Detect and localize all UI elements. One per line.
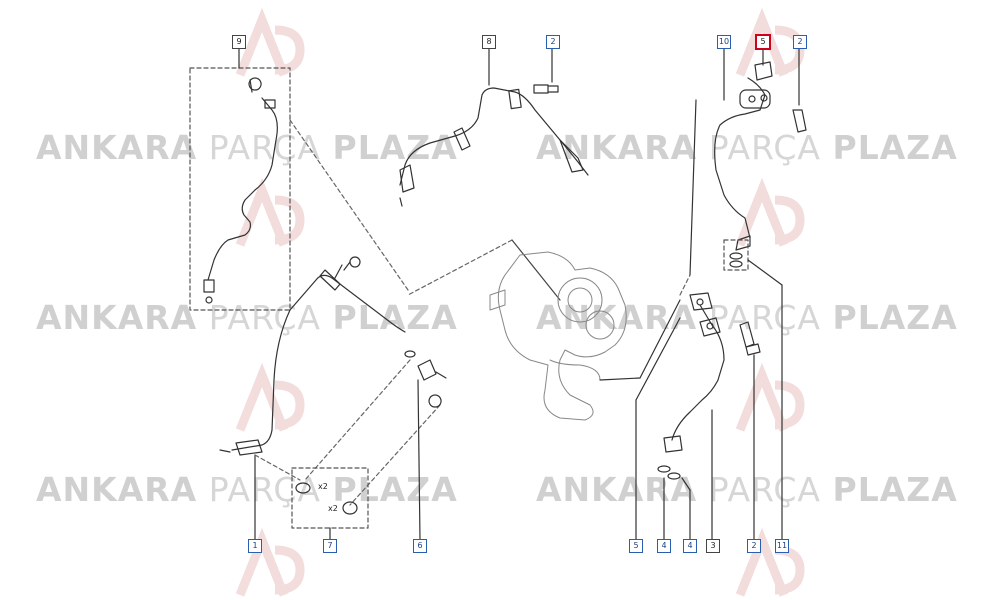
pipe-3 [671,304,725,441]
callout-5-highlighted[interactable]: 5 [755,34,771,50]
callout-2-top[interactable]: 2 [546,35,560,49]
pipe-1 [231,274,406,451]
washer-7 [342,501,358,515]
o-ring-4b [667,472,681,480]
callout-2-topright[interactable]: 2 [793,35,807,49]
callout-6[interactable]: 6 [413,539,427,553]
group-box-9 [189,67,291,311]
turbocharger [497,251,627,421]
callout-2-bottom[interactable]: 2 [747,539,761,553]
callout-11[interactable]: 11 [775,539,789,553]
callout-1[interactable]: 1 [248,539,262,553]
group-box-7 [291,467,369,529]
callout-5-bottom[interactable]: 5 [629,539,643,553]
callout-8-top[interactable]: 8 [482,35,496,49]
quantity-label: x2 [318,482,328,491]
callout-4-b[interactable]: 4 [683,539,697,553]
leader-11 [747,259,783,286]
callout-3[interactable]: 3 [706,539,720,553]
o-ring-group-box [723,239,749,271]
o-ring-7 [295,482,311,494]
quantity-label: x2 [328,504,338,513]
pipe-8 [399,87,589,186]
o-ring-4a [657,465,671,473]
callout-7[interactable]: 7 [323,539,337,553]
callout-10[interactable]: 10 [717,35,731,49]
pipe-9 [207,79,278,281]
callout-9[interactable]: 9 [232,35,246,49]
union-6 [417,359,437,381]
callout-4-a[interactable]: 4 [657,539,671,553]
pipe-10 [714,77,766,239]
